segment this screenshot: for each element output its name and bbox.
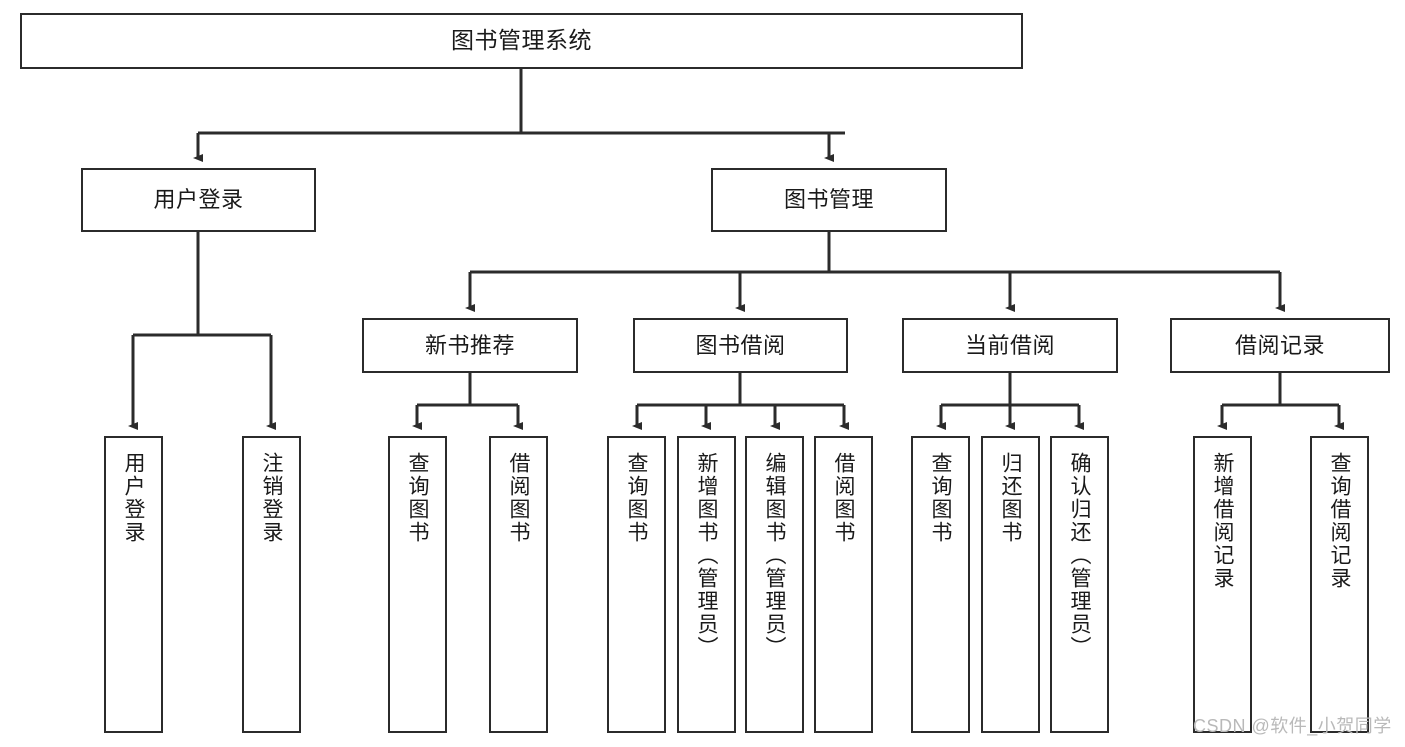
leaf-current-borrow-query[interactable]: 查询图书 — [911, 436, 970, 733]
leaf-book-borrow-edit[interactable]: 编辑图书（管理员） — [745, 436, 804, 733]
node-borrow-record[interactable]: 借阅记录 — [1170, 318, 1390, 373]
leaf-current-borrow-confirm-return-label: 确认归还（管理员） — [1068, 452, 1091, 659]
leaf-book-borrow-edit-label: 编辑图书（管理员） — [763, 452, 786, 659]
node-user-login[interactable]: 用户登录 — [81, 168, 316, 232]
node-borrow-record-label: 借阅记录 — [1234, 332, 1325, 358]
node-new-book-recommend-label: 新书推荐 — [424, 332, 515, 358]
leaf-borrow-record-query[interactable]: 查询借阅记录 — [1310, 436, 1369, 733]
leaf-current-borrow-return[interactable]: 归还图书 — [981, 436, 1040, 733]
leaf-current-borrow-return-label: 归还图书 — [999, 452, 1022, 544]
leaf-new-book-query[interactable]: 查询图书 — [388, 436, 447, 733]
node-root-system[interactable]: 图书管理系统 — [20, 13, 1023, 69]
node-root-system-label: 图书管理系统 — [451, 27, 592, 54]
leaf-book-borrow-borrow[interactable]: 借阅图书 — [814, 436, 873, 733]
leaf-current-borrow-query-label: 查询图书 — [929, 452, 952, 544]
leaf-user-login-login-label: 用户登录 — [122, 452, 145, 544]
leaf-current-borrow-confirm-return[interactable]: 确认归还（管理员） — [1050, 436, 1109, 733]
leaf-new-book-query-label: 查询图书 — [406, 452, 429, 544]
node-new-book-recommend[interactable]: 新书推荐 — [362, 318, 578, 373]
leaf-borrow-record-add-label: 新增借阅记录 — [1211, 452, 1234, 590]
leaf-book-borrow-add-label: 新增图书（管理员） — [695, 452, 718, 659]
node-book-management-label: 图书管理 — [783, 187, 874, 213]
leaf-borrow-record-query-label: 查询借阅记录 — [1328, 452, 1351, 590]
leaf-user-login-login[interactable]: 用户登录 — [104, 436, 163, 733]
leaf-book-borrow-query[interactable]: 查询图书 — [607, 436, 666, 733]
node-current-borrow-label: 当前借阅 — [964, 332, 1055, 358]
node-current-borrow[interactable]: 当前借阅 — [902, 318, 1118, 373]
csdn-watermark: CSDN @软件_小贺同学 — [1193, 716, 1392, 736]
leaf-new-book-borrow-label: 借阅图书 — [507, 452, 530, 544]
leaf-new-book-borrow[interactable]: 借阅图书 — [489, 436, 548, 733]
node-book-borrow-label: 图书借阅 — [695, 332, 786, 358]
leaf-user-login-logout-label: 注销登录 — [260, 452, 283, 544]
node-user-login-label: 用户登录 — [153, 187, 244, 213]
leaf-book-borrow-borrow-label: 借阅图书 — [832, 452, 855, 544]
leaf-book-borrow-query-label: 查询图书 — [625, 452, 648, 544]
leaf-borrow-record-add[interactable]: 新增借阅记录 — [1193, 436, 1252, 733]
node-book-management[interactable]: 图书管理 — [711, 168, 947, 232]
node-book-borrow[interactable]: 图书借阅 — [633, 318, 848, 373]
leaf-book-borrow-add[interactable]: 新增图书（管理员） — [677, 436, 736, 733]
leaf-user-login-logout[interactable]: 注销登录 — [242, 436, 301, 733]
